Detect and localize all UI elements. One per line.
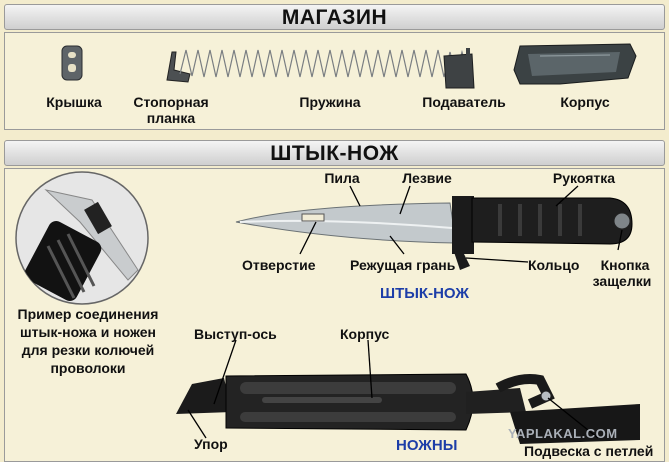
latch-button-label-line2: защелки bbox=[592, 273, 652, 289]
stop-label: Упор bbox=[194, 436, 228, 452]
magazine-banner: МАГАЗИН bbox=[4, 4, 665, 30]
hole-label: Отверстие bbox=[242, 257, 316, 273]
scabbard-body-label: Корпус bbox=[340, 326, 390, 342]
magazine-stop-plate-label-line1: Стопорная bbox=[133, 94, 209, 110]
magazine-stop-plate-image bbox=[166, 51, 191, 83]
loop-label: Подвеска с петлей bbox=[524, 443, 654, 459]
knife-caption: ШТЫК-НОЖ bbox=[380, 285, 469, 302]
magazine-stop-plate-label-line2: планка bbox=[146, 110, 196, 126]
saw-label: Пила bbox=[324, 170, 360, 186]
magazine-follower-label: Подаватель bbox=[422, 94, 506, 110]
magazine-spring-image bbox=[179, 49, 469, 78]
magazine-body-image bbox=[513, 43, 637, 85]
latch-button-label-line1: Кнопка bbox=[600, 257, 650, 273]
cutting-edge-label: Режущая грань bbox=[350, 257, 456, 273]
leader-lines bbox=[187, 185, 623, 439]
magazine-body-label: Корпус bbox=[560, 94, 610, 110]
magazine-cover-label: Крышка bbox=[46, 94, 102, 110]
magazine-follower-image bbox=[443, 48, 475, 89]
ring-label: Кольцо bbox=[528, 257, 580, 273]
inset-caption-line4: проволоки bbox=[50, 360, 126, 376]
scabbard-caption: НОЖНЫ bbox=[396, 437, 458, 454]
watermark: YAPLAKAL.COM bbox=[508, 426, 618, 441]
wire-cutting-inset bbox=[15, 171, 149, 305]
magazine-title: МАГАЗИН bbox=[281, 6, 388, 29]
magazine-spring-label: Пружина bbox=[299, 94, 361, 110]
lug-axis-label: Выступ-ось bbox=[194, 326, 277, 342]
magazine-cover-image bbox=[61, 45, 83, 81]
inset-caption-line1: Пример соединения bbox=[17, 306, 159, 322]
handle-label: Рукоятка bbox=[552, 170, 616, 186]
bayonet-title: ШТЫК-НОЖ bbox=[270, 142, 399, 165]
inset-caption-line2: штык-ножа и ножен bbox=[19, 324, 157, 340]
inset-caption-line3: для резки колючей bbox=[21, 342, 155, 358]
scabbard-image bbox=[176, 373, 640, 444]
blade-label: Лезвие bbox=[402, 170, 452, 186]
bayonet-banner: ШТЫК-НОЖ bbox=[4, 140, 665, 166]
